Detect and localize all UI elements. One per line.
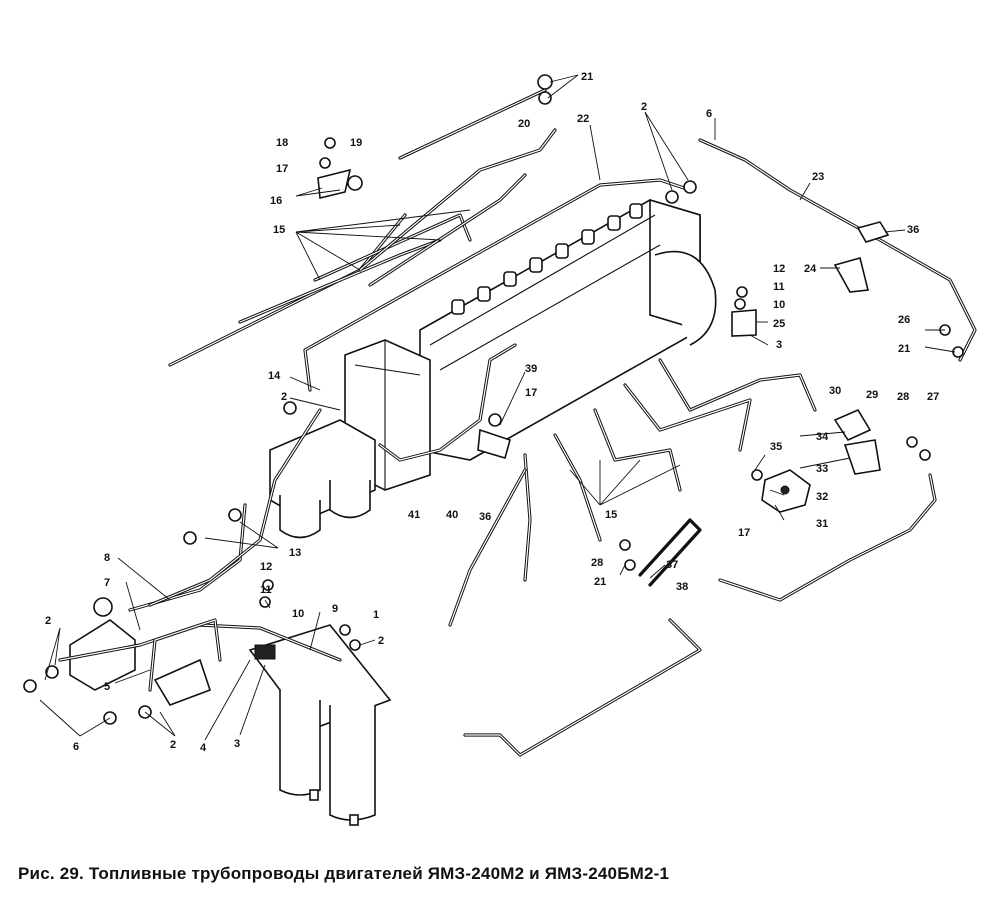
callout-23: 23 (812, 171, 824, 183)
callout-12: 12 (773, 263, 785, 275)
leader-lines (39, 74, 956, 741)
fittings (23, 74, 964, 725)
coarse-filter (269, 419, 376, 539)
callout-17: 17 (525, 387, 537, 399)
callout-21: 21 (594, 576, 606, 588)
callout-21: 21 (898, 343, 910, 355)
callout-36: 36 (479, 511, 491, 523)
callout-18: 18 (276, 137, 288, 149)
callout-41: 41 (408, 509, 420, 521)
callout-36: 36 (907, 224, 919, 236)
callout-27: 27 (927, 391, 939, 403)
fuel-pipelines-diagram: 21 20 22 2 6 23 18 19 17 16 15 36 24 12 … (23, 71, 977, 826)
callout-3: 3 (234, 738, 240, 750)
callout-13: 13 (289, 547, 301, 559)
callout-14: 14 (268, 370, 281, 382)
callout-10: 10 (292, 608, 304, 620)
callout-11: 11 (773, 281, 785, 293)
callout-34: 34 (816, 431, 829, 443)
callout-15: 15 (273, 224, 285, 236)
callout-37: 37 (666, 559, 678, 571)
callout-24: 24 (804, 263, 817, 275)
callout-19: 19 (350, 137, 362, 149)
callout-26: 26 (898, 314, 910, 326)
callout-3: 3 (776, 339, 782, 351)
priming-pump (69, 597, 212, 706)
callout-8: 8 (104, 552, 110, 564)
callout-7: 7 (104, 577, 110, 589)
callout-1: 1 (373, 609, 379, 621)
callout-12: 12 (260, 561, 272, 573)
callout-15: 15 (605, 509, 617, 521)
callout-20: 20 (518, 118, 530, 130)
callout-29: 29 (866, 389, 878, 401)
callout-2: 2 (45, 615, 51, 627)
callout-9: 9 (332, 603, 338, 615)
callout-25: 25 (773, 318, 785, 330)
pump-sections (451, 203, 643, 315)
callouts: 21 20 22 2 6 23 18 19 17 16 15 36 24 12 … (45, 71, 939, 754)
callout-17: 17 (738, 527, 750, 539)
callout-39: 39 (525, 363, 537, 375)
callout-33: 33 (816, 463, 828, 475)
callout-28: 28 (591, 557, 603, 569)
callout-16: 16 (270, 195, 282, 207)
twin-filter (248, 624, 392, 826)
callout-4: 4 (200, 742, 207, 754)
callout-6: 6 (706, 108, 712, 120)
callout-2: 2 (641, 101, 647, 113)
callout-22: 22 (577, 113, 589, 125)
overflow-valve (761, 469, 811, 513)
callout-2: 2 (170, 739, 176, 751)
callout-6: 6 (73, 741, 79, 753)
callout-40: 40 (446, 509, 458, 521)
callout-32: 32 (816, 491, 828, 503)
callout-28: 28 (897, 391, 909, 403)
figure-caption: Рис. 29. Топливные трубопроводы двигател… (18, 864, 670, 883)
callout-11: 11 (260, 584, 272, 596)
callout-10: 10 (773, 299, 785, 311)
callout-21: 21 (581, 71, 593, 83)
callout-38: 38 (676, 581, 688, 593)
callout-30: 30 (829, 385, 841, 397)
callout-17: 17 (276, 163, 288, 175)
callout-2: 2 (378, 635, 384, 647)
callout-35: 35 (770, 441, 782, 453)
callout-2: 2 (281, 391, 287, 403)
callout-31: 31 (816, 518, 828, 530)
injection-pump (419, 198, 717, 461)
callout-5: 5 (104, 681, 110, 693)
